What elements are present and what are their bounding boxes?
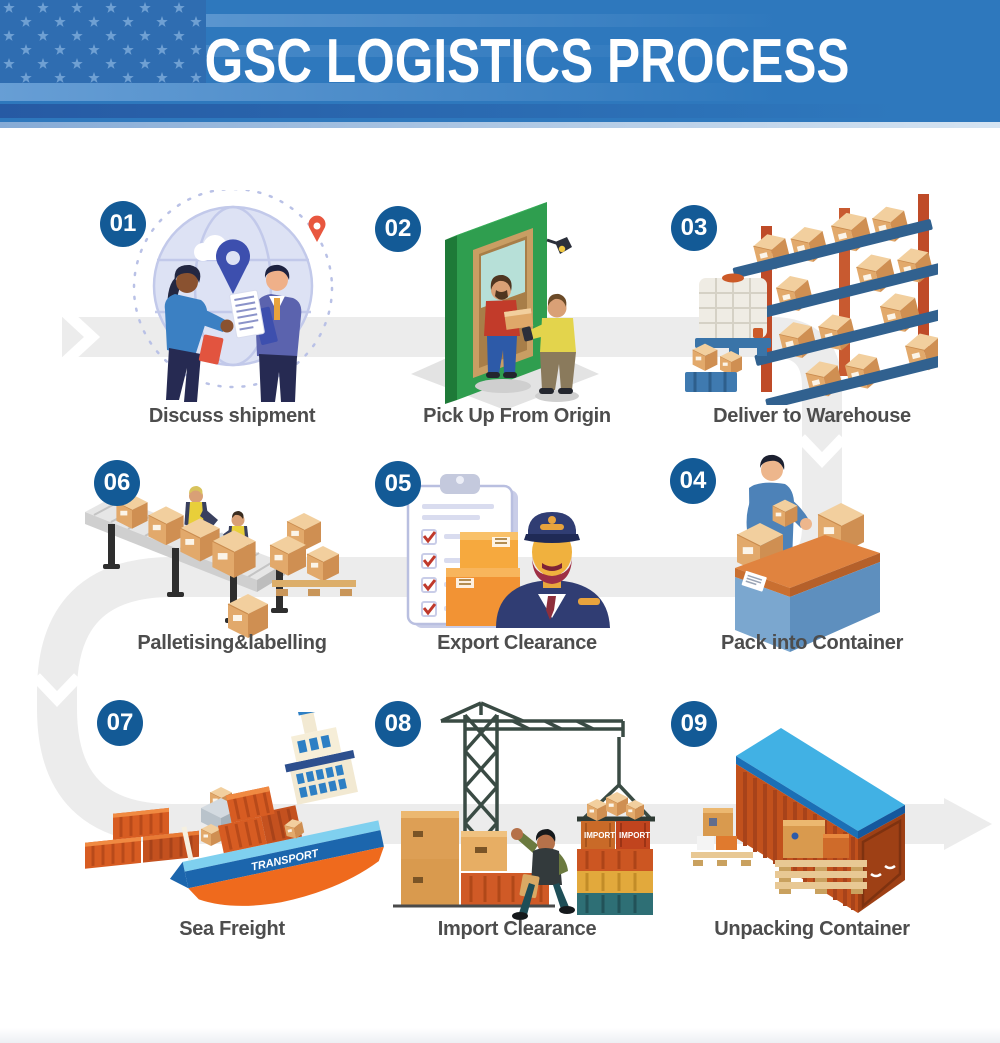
- step-label-unpacking-container: Unpacking Container: [714, 918, 910, 940]
- pallet-stack: [269, 512, 356, 596]
- step-badge-05: 05: [375, 461, 421, 507]
- door-pickup-illustration: [411, 202, 599, 410]
- conveyor-pallet-illustration: [85, 486, 356, 639]
- crate-stack: [685, 343, 743, 392]
- customs-officer-checklist-illustration: [406, 474, 610, 628]
- dock-containers: [85, 807, 199, 869]
- us-flag: [0, 0, 206, 83]
- ibc-tote: [695, 273, 771, 356]
- deck-containers: [217, 786, 306, 854]
- step-label-export-clearance: Export Clearance: [437, 632, 597, 654]
- step-badge-03: 03: [671, 205, 717, 251]
- ship-cabin: [284, 712, 358, 805]
- hanging-containers: IMPORT IMPORT: [577, 791, 655, 849]
- step-badge-01: 01: [100, 201, 146, 247]
- step-label-pick-up: Pick Up From Origin: [423, 405, 611, 427]
- page-title: GSC LOGISTICS PROCESS: [205, 26, 850, 96]
- step-badge-09: 09: [671, 701, 717, 747]
- step-badge-07: 07: [97, 700, 143, 746]
- person-man: [229, 264, 302, 402]
- person-woman: [164, 264, 234, 402]
- handshake-globe-illustration: [132, 190, 334, 402]
- shipping-container-pallets-illustration: [691, 728, 905, 913]
- warehouse-rack-illustration: [685, 194, 938, 405]
- large-pallet: [775, 820, 867, 894]
- cargo-ship: TRANSPORT: [169, 712, 384, 906]
- packing-table: [735, 535, 880, 652]
- person-sender: [484, 274, 534, 378]
- small-pallet: [691, 808, 753, 866]
- container-ship-illustration: TRANSPORT: [85, 712, 384, 906]
- step-label-discuss-shipment: Discuss shipment: [148, 405, 316, 427]
- packing-table-illustration: [735, 454, 880, 652]
- step-label-deliver-warehouse: Deliver to Warehouse: [713, 405, 911, 427]
- stacked-containers: [577, 849, 653, 915]
- import-box-stack: [393, 811, 555, 908]
- header-banner: [0, 0, 1000, 128]
- step-badge-04: 04: [670, 458, 716, 504]
- import-container-text-1: IMPORT: [584, 831, 615, 840]
- step-label-sea-freight: Sea Freight: [179, 918, 285, 940]
- small-pin-icon: [308, 215, 326, 242]
- person-courier: [521, 293, 576, 394]
- porch-lamp-icon: [546, 237, 572, 254]
- import-container-text-2: IMPORT: [619, 831, 650, 840]
- step-badge-02: 02: [375, 206, 421, 252]
- footer-strip: [0, 1028, 1000, 1043]
- step-label-import-clearance: Import Clearance: [437, 918, 597, 940]
- step-badge-08: 08: [375, 701, 421, 747]
- inspector-worker: [511, 828, 575, 920]
- customs-officer: [496, 512, 610, 628]
- step-label-palletising: Palletising&labelling: [137, 632, 327, 654]
- step-badge-06: 06: [94, 460, 140, 506]
- port-crane-illustration: IMPORT IMPORT: [393, 701, 655, 920]
- location-pin-icon: [216, 239, 250, 294]
- export-boxes: [446, 532, 520, 626]
- step-label-pack-container: Pack into Container: [720, 632, 904, 654]
